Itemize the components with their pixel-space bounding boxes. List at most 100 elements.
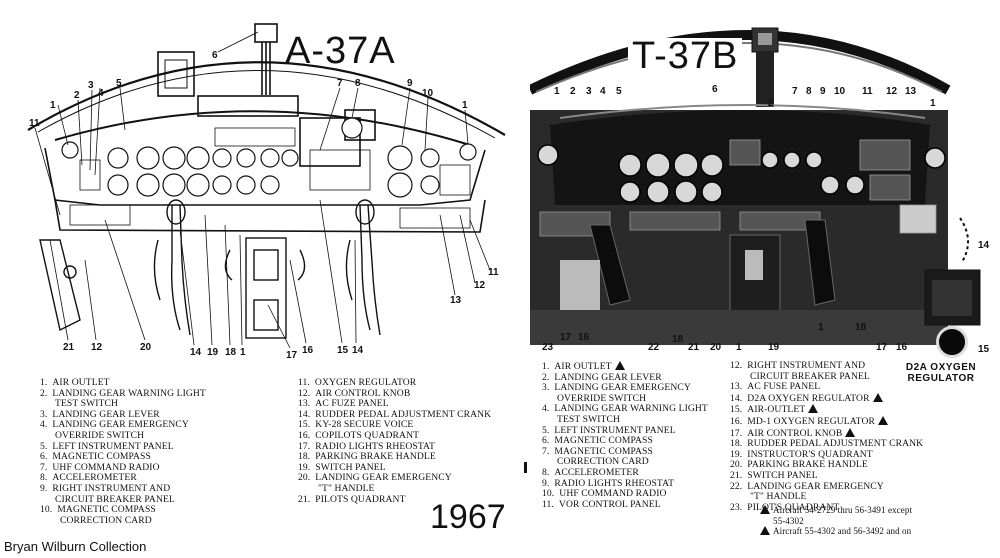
legend-item: 2. LANDING GEAR WARNING LIGHT: [40, 387, 206, 399]
callout: 16: [896, 342, 908, 353]
callout: 1: [462, 100, 468, 111]
d2a-regulator-label: D2A OXYGEN REGULATOR: [905, 362, 977, 384]
callout: 21: [688, 342, 700, 353]
t37b-title: T-37B: [628, 37, 743, 75]
callout: 1: [930, 98, 936, 109]
legend-item: 15. AIR-OUTLET: [730, 404, 923, 416]
legend-item: CIRCUIT BREAKER PANEL: [40, 493, 175, 505]
legend-item: 23. PILOT'S QUADRANT: [730, 501, 840, 513]
legend-item: 11. VOR CONTROL PANEL: [542, 498, 661, 510]
legend-item: 6. MAGNETIC COMPASS: [40, 451, 151, 463]
legend-item: 19. INSTRUCTOR'S QUADRANT: [730, 448, 873, 460]
legend-item: 1. AIR OUTLET: [40, 377, 110, 388]
legend-item: OVERRIDE SWITCH: [40, 429, 145, 441]
legend-item: 21. SWITCH PANEL: [730, 469, 818, 481]
legend-item: 5. LEFT INSTRUMENT PANEL: [542, 424, 676, 436]
callout: 14: [978, 240, 990, 251]
a37a-cockpit-drawing: [27, 23, 506, 349]
t37b-legend-col2: 12. RIGHT INSTRUMENT AND CIRCUIT BREAKER…: [730, 360, 924, 513]
callout: 20: [710, 342, 722, 353]
legend-item: 12. AIR CONTROL KNOB: [298, 387, 411, 399]
callout: 9: [407, 78, 413, 89]
callout: 12: [886, 86, 898, 97]
triangle-marker-icon: [614, 361, 625, 370]
legend-item: 7. UHF COMMAND RADIO: [40, 461, 160, 473]
callout: 8: [355, 78, 361, 89]
legend-item: TEST SWITCH: [40, 398, 119, 410]
callout: 17: [286, 350, 298, 361]
legend-item: 17. RADIO LIGHTS RHEOSTAT: [298, 440, 435, 452]
legend-item: 18. RUDDER PEDAL ADJUSTMENT CRANK: [730, 438, 924, 450]
callout: 3: [586, 86, 592, 97]
callout: 11: [29, 118, 40, 129]
callout: 7: [792, 86, 798, 97]
callout: 23: [542, 342, 554, 353]
legend-item: 11. OXYGEN REGULATOR: [298, 377, 417, 388]
callout: 11: [862, 86, 873, 97]
a37a-title: A-37A: [285, 30, 396, 72]
legend-item: 3. LANDING GEAR EMERGENCY: [542, 382, 691, 394]
legend-item: CORRECTION CARD: [40, 514, 152, 526]
legend-item: 13. AC FUSE PANEL: [730, 381, 821, 393]
legend-item: 2. LANDING GEAR LEVER: [542, 371, 662, 383]
callout: 12: [474, 280, 486, 291]
callout: 16: [302, 345, 314, 356]
callout: 6: [712, 84, 718, 95]
callout: 13: [905, 86, 917, 97]
callout: 5: [616, 86, 622, 97]
legend-item: TEST SWITCH: [542, 413, 621, 425]
callout: 2: [570, 86, 576, 97]
legend-item: 21. PILOTS QUADRANT: [298, 493, 406, 505]
callout: 21: [63, 342, 75, 353]
legend-item: 7. MAGNETIC COMPASS: [542, 445, 653, 457]
callout: 9: [820, 86, 826, 97]
legend-item: 20. LANDING GEAR EMERGENCY: [298, 472, 452, 484]
legend-item: 6. MAGNETIC COMPASS: [542, 435, 653, 447]
legend-item: 8. ACCELEROMETER: [40, 472, 137, 484]
d2a-knob: [936, 326, 968, 358]
legend-item: 1. AIR OUTLET: [542, 361, 708, 373]
callout: 10: [422, 88, 434, 99]
callout: 6: [212, 50, 218, 61]
callout: 4: [600, 86, 606, 97]
callout: 2: [768, 98, 774, 109]
legend-item: 13. AC FUZE PANEL: [298, 398, 389, 410]
callout: 14: [352, 345, 364, 356]
callout: 19: [207, 347, 219, 358]
callout: 10: [834, 86, 846, 97]
legend-item: 15. KY-28 SECURE VOICE: [298, 419, 414, 431]
legend-item: "T" HANDLE: [730, 491, 807, 503]
legend-item: 22. LANDING GEAR EMERGENCY: [730, 480, 884, 492]
photo-credit: Bryan Wilburn Collection: [4, 539, 147, 554]
callout: 1: [50, 100, 56, 111]
triangle-marker-icon: [845, 427, 856, 437]
triangle-marker-icon: [872, 392, 883, 402]
year-label: 1967: [430, 498, 506, 536]
callout: 17: [560, 332, 572, 343]
t37b-cockpit-photo: [530, 27, 981, 345]
triangle-marker-icon: [878, 415, 888, 425]
t37b-notes: Aircraft 54-2729 thru 56-3491 except 55-…: [760, 505, 912, 537]
legend-item: CORRECTION CARD: [542, 456, 649, 468]
callout: 13: [450, 295, 462, 306]
legend-item: 5. LEFT INSTRUMENT PANEL: [40, 440, 174, 452]
callout: 19: [768, 342, 780, 353]
callout: 2: [74, 90, 80, 101]
callout: 7: [337, 78, 343, 89]
callout: 4: [98, 88, 104, 99]
legend-item: 18. PARKING BRAKE HANDLE: [298, 451, 436, 463]
legend-item: 16. COPILOTS QUADRANT: [298, 429, 420, 441]
callout: 1: [554, 86, 560, 97]
legend-item: 12. RIGHT INSTRUMENT AND: [730, 360, 866, 371]
legend-item: 10. UHF COMMAND RADIO: [542, 488, 667, 500]
callout: 18: [855, 322, 867, 333]
callout: 14: [190, 347, 202, 358]
callout: 15: [337, 345, 349, 356]
callout: 8: [806, 86, 812, 97]
callout: 1: [818, 322, 824, 333]
callout: 11: [488, 267, 499, 278]
callout: 1: [736, 342, 742, 353]
